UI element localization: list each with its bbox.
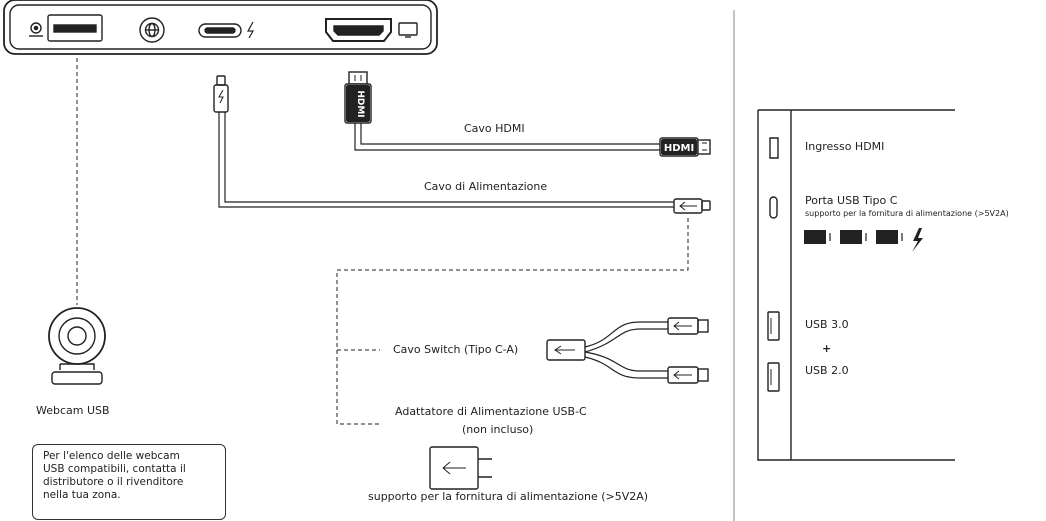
thunderbolt-icon — [912, 228, 923, 252]
usbc-side-port-icon — [769, 196, 778, 219]
usb-superspeed-icon — [840, 230, 862, 244]
device-side-outline — [757, 109, 955, 461]
usb3-label: USB 3.0 — [805, 318, 849, 331]
not-included-label: (non incluso) — [462, 423, 534, 436]
usb2-label: USB 2.0 — [805, 364, 849, 377]
hdmi-cable — [344, 71, 711, 157]
power-adapter-icon — [429, 446, 492, 490]
power-adapter-label: Adattatore di Alimentazione USB-C — [395, 405, 587, 418]
power-spec-label: supporto per la fornitura di alimentazio… — [368, 490, 649, 503]
plus-label: + — [822, 342, 832, 355]
hdmi-cable-label: Cavo HDMI — [464, 122, 525, 135]
usbc-port-label: Porta USB Tipo C — [805, 194, 898, 207]
power-cable-label: Cavo di Alimentazione — [424, 180, 548, 193]
power-cable — [213, 75, 711, 214]
switch-cable — [546, 317, 709, 384]
compatibility-note: Per l'elenco delle webcam USB compatibil… — [32, 444, 226, 520]
hdmi-plug-top-label: HDMI — [355, 90, 365, 117]
switch-cable-label: Cavo Switch (Tipo C-A) — [393, 343, 519, 356]
monitor-icon — [398, 22, 418, 38]
usb2-side-port-icon — [767, 362, 780, 392]
webcam-icon — [48, 307, 106, 385]
usbc-port-subtitle: supporto per la fornitura di alimentazio… — [805, 209, 1009, 218]
usb3-side-port-icon — [767, 311, 780, 341]
device-body — [3, 0, 438, 55]
hdmi-port-icon — [325, 18, 392, 42]
adapter-dashed-route — [336, 218, 689, 425]
webcam-label: Webcam USB — [36, 404, 110, 417]
usb-logo-icon — [804, 230, 826, 244]
usb-superspeed-10-icon — [876, 230, 898, 244]
usb-a-port-icon — [47, 14, 103, 42]
camera-icon — [29, 22, 43, 37]
lightning-icon — [246, 21, 255, 39]
globe-icon — [139, 17, 165, 43]
hdmi-plug-right-body — [661, 139, 697, 155]
usb-c-port-icon — [198, 23, 242, 38]
hdmi-input-label: Ingresso HDMI — [805, 140, 885, 153]
hdmi-plug-top-body — [346, 85, 370, 122]
hdmi-side-port-icon — [769, 137, 779, 159]
hdmi-plug-right-label: HDMI — [664, 143, 694, 154]
